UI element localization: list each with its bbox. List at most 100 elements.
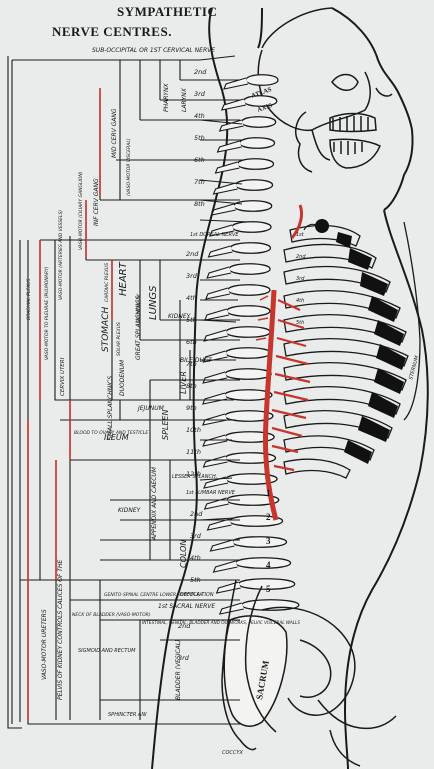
heart-sub-label: CARDIAC PLEXUS — [104, 263, 110, 302]
intestinal-label: INTESTINAL, GENITAL, BLADDER AND OUTWORK… — [142, 620, 300, 625]
vertebra-level-label: 2nd — [190, 510, 203, 518]
vertebra — [230, 243, 270, 254]
spinous-process — [208, 246, 232, 257]
spinous-process — [203, 456, 227, 467]
spinous-process — [207, 267, 231, 278]
vertebra-level-label: 5th — [194, 134, 205, 142]
spinous-process — [214, 561, 238, 572]
spinous-process — [206, 288, 230, 299]
vertebra — [228, 285, 270, 296]
rib-label: 1st — [296, 232, 305, 238]
mid-cerv-gang-label: MID CERV GANG — [111, 108, 118, 158]
vertebra-level-label: 3rd — [194, 90, 206, 98]
vertebra-level-label: 10th — [186, 426, 201, 434]
header-note: SUB-OCCIPITAL OR 1ST CERVICAL NERVE — [92, 47, 215, 54]
spleen-label: SPLEEN — [161, 410, 170, 440]
kidney-small-label: KIDNEY — [168, 313, 192, 320]
spinous-process — [204, 330, 228, 341]
vertebra-level-label: 8th — [194, 200, 205, 208]
pharynx-label: PHARYNX — [163, 82, 170, 112]
vertebra — [226, 348, 271, 359]
kidney-label: KIDNEY — [118, 507, 142, 514]
vertebra — [236, 558, 291, 569]
vertebra — [232, 537, 286, 548]
appendix-caecum-label: APPENDIX AND CAECUM — [151, 466, 158, 541]
rib-label: 3rd — [296, 276, 305, 282]
vertebra-level-label: 2nd — [194, 68, 207, 76]
rib-label: 2nd — [296, 254, 306, 260]
spinous-process — [208, 519, 232, 530]
spinous-process — [218, 141, 242, 152]
spinous-process — [210, 540, 234, 551]
spinous-process — [217, 582, 241, 593]
lumbar-number: 2 — [266, 512, 271, 522]
sacrum-bone — [224, 616, 287, 726]
vertebra — [232, 222, 271, 233]
lungs-label: LUNGS — [148, 285, 159, 320]
colon-label: COLON — [179, 540, 188, 568]
vertebra-level-label: 4th — [194, 112, 205, 120]
vertebra-level-label: 11th — [186, 448, 201, 456]
lesser-splanchnics-label: LESSER SPLANCH. — [172, 474, 217, 480]
vertebra — [240, 138, 275, 149]
vertebra — [227, 306, 270, 317]
vertebra-level-label: 6th — [186, 338, 197, 346]
vertebra-level-label: 7th — [194, 178, 205, 186]
liver-label: LIVER — [179, 371, 188, 394]
sigmoid-rectum-label: SIGMOID AND RECTUM — [78, 648, 136, 654]
larynx-label: LARYNX — [181, 87, 188, 112]
vertebra-level-label: 1st SACRAL NERVE — [158, 603, 215, 610]
vertebra-level-label: 4th — [186, 294, 197, 302]
pelvis-kidney-label: PELVIS OF KIDNEY CONTROLS CALICES OF THE — [57, 559, 64, 700]
vaso-motor-vessels-label: VASO-MOTOR (ARTERIES AND VESSELS) — [58, 210, 64, 300]
lumbar-number: 5 — [266, 584, 271, 594]
vertebra — [246, 75, 278, 86]
great-splanchnics-label: GREAT SPLANCHNICS — [135, 296, 142, 360]
inf-cerv-gang-label: INF CERV GANG — [93, 178, 100, 226]
lumbar-number: 3 — [266, 536, 271, 546]
vaso-motor-ciliary-label: VASO-MOTOR (CILIARY GANGLION) — [78, 171, 84, 250]
spinous-process — [214, 183, 238, 194]
cervix-uteri-label: CERVIX UTERI — [60, 357, 66, 396]
vaso-motor-ureters-label: VASO-MOTOR URETERS — [41, 609, 48, 680]
spinous-process — [215, 162, 239, 173]
rib-label: 5th — [296, 320, 304, 326]
neck-bladder-label: NECK OF BLADDER (VASO-MOTOR) — [72, 612, 151, 618]
vertebra-level-label: 6th — [194, 156, 205, 164]
brachial-plexus-label: BRACHIAL PLEXUS — [26, 278, 32, 320]
heart-label: HEART — [118, 261, 129, 296]
vertebra-level-label: 1st LUMBAR NERVE — [186, 490, 236, 496]
vertebra-level-label: 3rd — [190, 532, 202, 540]
rib-label: 4th — [296, 298, 304, 304]
vertebra-level-label: 1st DORSAL NERVE — [190, 232, 239, 238]
coccyx-label: COCCYX — [222, 750, 243, 756]
skull — [258, 8, 392, 172]
bile-duct-label: BILE DUCT — [180, 357, 213, 364]
vertebra — [236, 180, 273, 191]
mid-cerv-sub-label: (VASO-MOTOR VISCERAL) — [126, 138, 132, 196]
ileum-label: ILEUM — [104, 433, 129, 442]
lumbar-number: 4 — [266, 560, 271, 570]
vertebra — [229, 264, 270, 275]
vertebra — [237, 159, 273, 170]
vaso-motor-pulmonary-label: VASO-MOTOR TO PLEURAE (PULMONARY) — [44, 266, 50, 360]
vertebra-level-label: 3rd — [186, 272, 198, 280]
vertebra — [242, 117, 276, 128]
vertebra — [225, 369, 271, 380]
spinous-process — [203, 393, 227, 404]
duodenum-label: DUODENUM — [119, 359, 126, 396]
spinous-process — [220, 120, 244, 131]
vertebra-level-label: 4th — [190, 554, 201, 562]
stomach-sub-label: SOLAR PLEXUS — [116, 322, 122, 356]
spinous-process — [212, 204, 236, 215]
spinous-process — [203, 372, 227, 383]
sphincter-ani-label: SPHINCTER ANI — [108, 712, 147, 718]
vertebra-level-label: 2nd — [186, 250, 199, 258]
stomach-label: STOMACH — [101, 306, 111, 352]
lumbar-number: 1 — [266, 488, 271, 498]
defecation-label: DEFECA-TION — [180, 592, 214, 598]
vertebra-level-label: 5th — [190, 576, 201, 584]
vertebra — [226, 327, 270, 338]
